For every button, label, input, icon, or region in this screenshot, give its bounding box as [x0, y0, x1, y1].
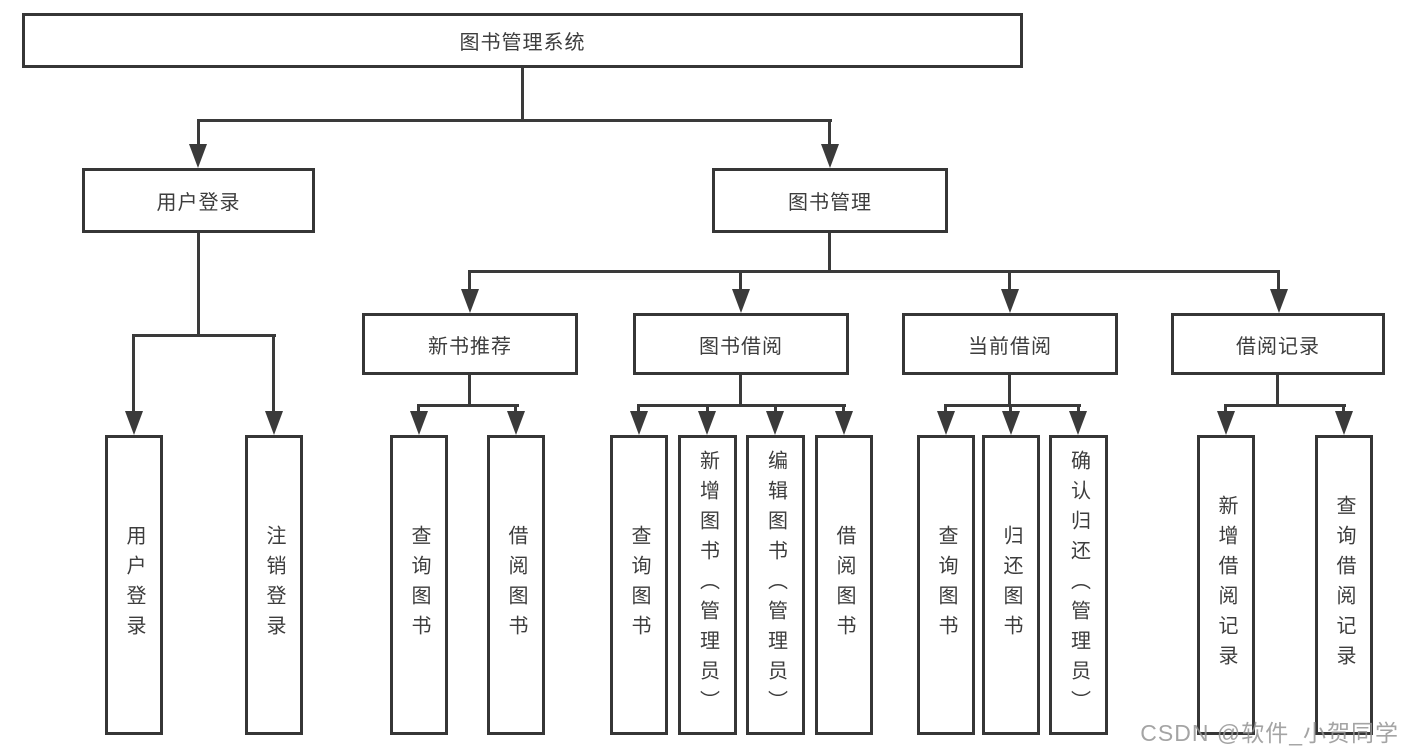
arrow-down-icon	[766, 411, 784, 435]
node-query-books-current: 查询图书	[917, 435, 975, 735]
node-user-login: 用户登录	[105, 435, 163, 735]
node-new-book-recommendation: 新书推荐	[362, 313, 578, 375]
arrow-down-icon	[125, 411, 143, 435]
node-add-books-admin: 新增图书（管理员）	[678, 435, 737, 735]
connector-line	[1342, 404, 1345, 414]
connector-line	[774, 404, 777, 414]
connector-line	[514, 404, 517, 414]
connector-line	[132, 334, 276, 337]
node-add-borrow-record: 新增借阅记录	[1197, 435, 1255, 735]
node-book-management: 图书管理	[712, 168, 948, 233]
connector-line	[842, 404, 845, 414]
arrow-down-icon	[835, 411, 853, 435]
arrow-down-icon	[1002, 411, 1020, 435]
connector-line	[1009, 404, 1012, 414]
connector-line	[1276, 375, 1279, 407]
node-label: 确认归还（管理员）	[1067, 450, 1090, 720]
arrow-down-icon	[189, 144, 207, 168]
connector-line	[468, 270, 1280, 273]
node-label: 查询图书	[628, 525, 650, 645]
node-borrow-books-recommend: 借阅图书	[487, 435, 545, 735]
arrow-down-icon	[410, 411, 428, 435]
node-label: 用户登录	[156, 192, 241, 214]
node-label: 新增借阅记录	[1215, 495, 1237, 675]
connector-line	[828, 233, 831, 273]
node-return-books: 归还图书	[982, 435, 1040, 735]
connector-line	[272, 334, 275, 413]
connector-line	[132, 334, 135, 413]
node-label: 编辑图书（管理员）	[764, 450, 787, 720]
node-borrowing-records: 借阅记录	[1171, 313, 1385, 375]
node-label: 图书管理系统	[459, 32, 586, 54]
connector-line	[828, 119, 831, 147]
node-logout: 注销登录	[245, 435, 303, 735]
node-query-borrow-record: 查询借阅记录	[1315, 435, 1373, 735]
arrow-down-icon	[1217, 411, 1235, 435]
connector-line	[706, 404, 709, 414]
node-book-borrowing: 图书借阅	[633, 313, 849, 375]
arrow-down-icon	[1001, 289, 1019, 313]
node-label: 借阅图书	[505, 525, 527, 645]
connector-line	[197, 119, 832, 122]
arrow-down-icon	[1335, 411, 1353, 435]
connector-line	[1277, 270, 1280, 291]
connector-line	[944, 404, 1081, 407]
connector-line	[1224, 404, 1346, 407]
node-label: 用户登录	[123, 525, 145, 645]
arrow-down-icon	[461, 289, 479, 313]
node-label: 注销登录	[263, 525, 285, 645]
connector-line	[417, 404, 420, 414]
connector-line	[417, 404, 519, 407]
node-current-borrowing: 当前借阅	[902, 313, 1118, 375]
node-label: 借阅图书	[833, 525, 855, 645]
arrow-down-icon	[937, 411, 955, 435]
node-user-login-branch: 用户登录	[82, 168, 315, 233]
connector-line	[1077, 404, 1080, 414]
node-label: 归还图书	[1000, 525, 1022, 645]
connector-line	[1224, 404, 1227, 414]
node-borrow-books: 借阅图书	[815, 435, 873, 735]
arrow-down-icon	[732, 289, 750, 313]
connector-line	[1008, 270, 1011, 291]
arrow-down-icon	[265, 411, 283, 435]
connector-line	[637, 404, 846, 407]
node-library-management-system: 图书管理系统	[22, 13, 1023, 68]
node-edit-books-admin: 编辑图书（管理员）	[746, 435, 805, 735]
node-query-books-borrowing: 查询图书	[610, 435, 668, 735]
connector-line	[197, 119, 200, 147]
arrow-down-icon	[630, 411, 648, 435]
connector-line	[637, 404, 640, 414]
connector-line	[739, 375, 742, 407]
node-label: 图书借阅	[699, 335, 783, 358]
node-label: 新增图书（管理员）	[696, 450, 719, 720]
node-label: 查询借阅记录	[1333, 495, 1355, 675]
node-label: 查询图书	[935, 525, 957, 645]
arrow-down-icon	[507, 411, 525, 435]
node-query-books-recommend: 查询图书	[390, 435, 448, 735]
arrow-down-icon	[1270, 289, 1288, 313]
connector-line	[1008, 375, 1011, 407]
connector-line	[197, 233, 200, 337]
connector-line	[944, 404, 947, 414]
connector-line	[739, 270, 742, 291]
node-label: 借阅记录	[1236, 335, 1320, 358]
node-label: 新书推荐	[428, 335, 512, 358]
arrow-down-icon	[698, 411, 716, 435]
arrow-down-icon	[1069, 411, 1087, 435]
node-confirm-return-admin: 确认归还（管理员）	[1049, 435, 1108, 735]
node-label: 图书管理	[788, 192, 872, 214]
connector-line	[468, 375, 471, 407]
node-label: 查询图书	[408, 525, 430, 645]
node-label: 当前借阅	[968, 335, 1052, 358]
arrow-down-icon	[821, 144, 839, 168]
csdn-watermark: CSDN @软件_小贺同学	[1140, 720, 1399, 746]
connector-line	[521, 68, 524, 122]
connector-line	[468, 270, 471, 291]
